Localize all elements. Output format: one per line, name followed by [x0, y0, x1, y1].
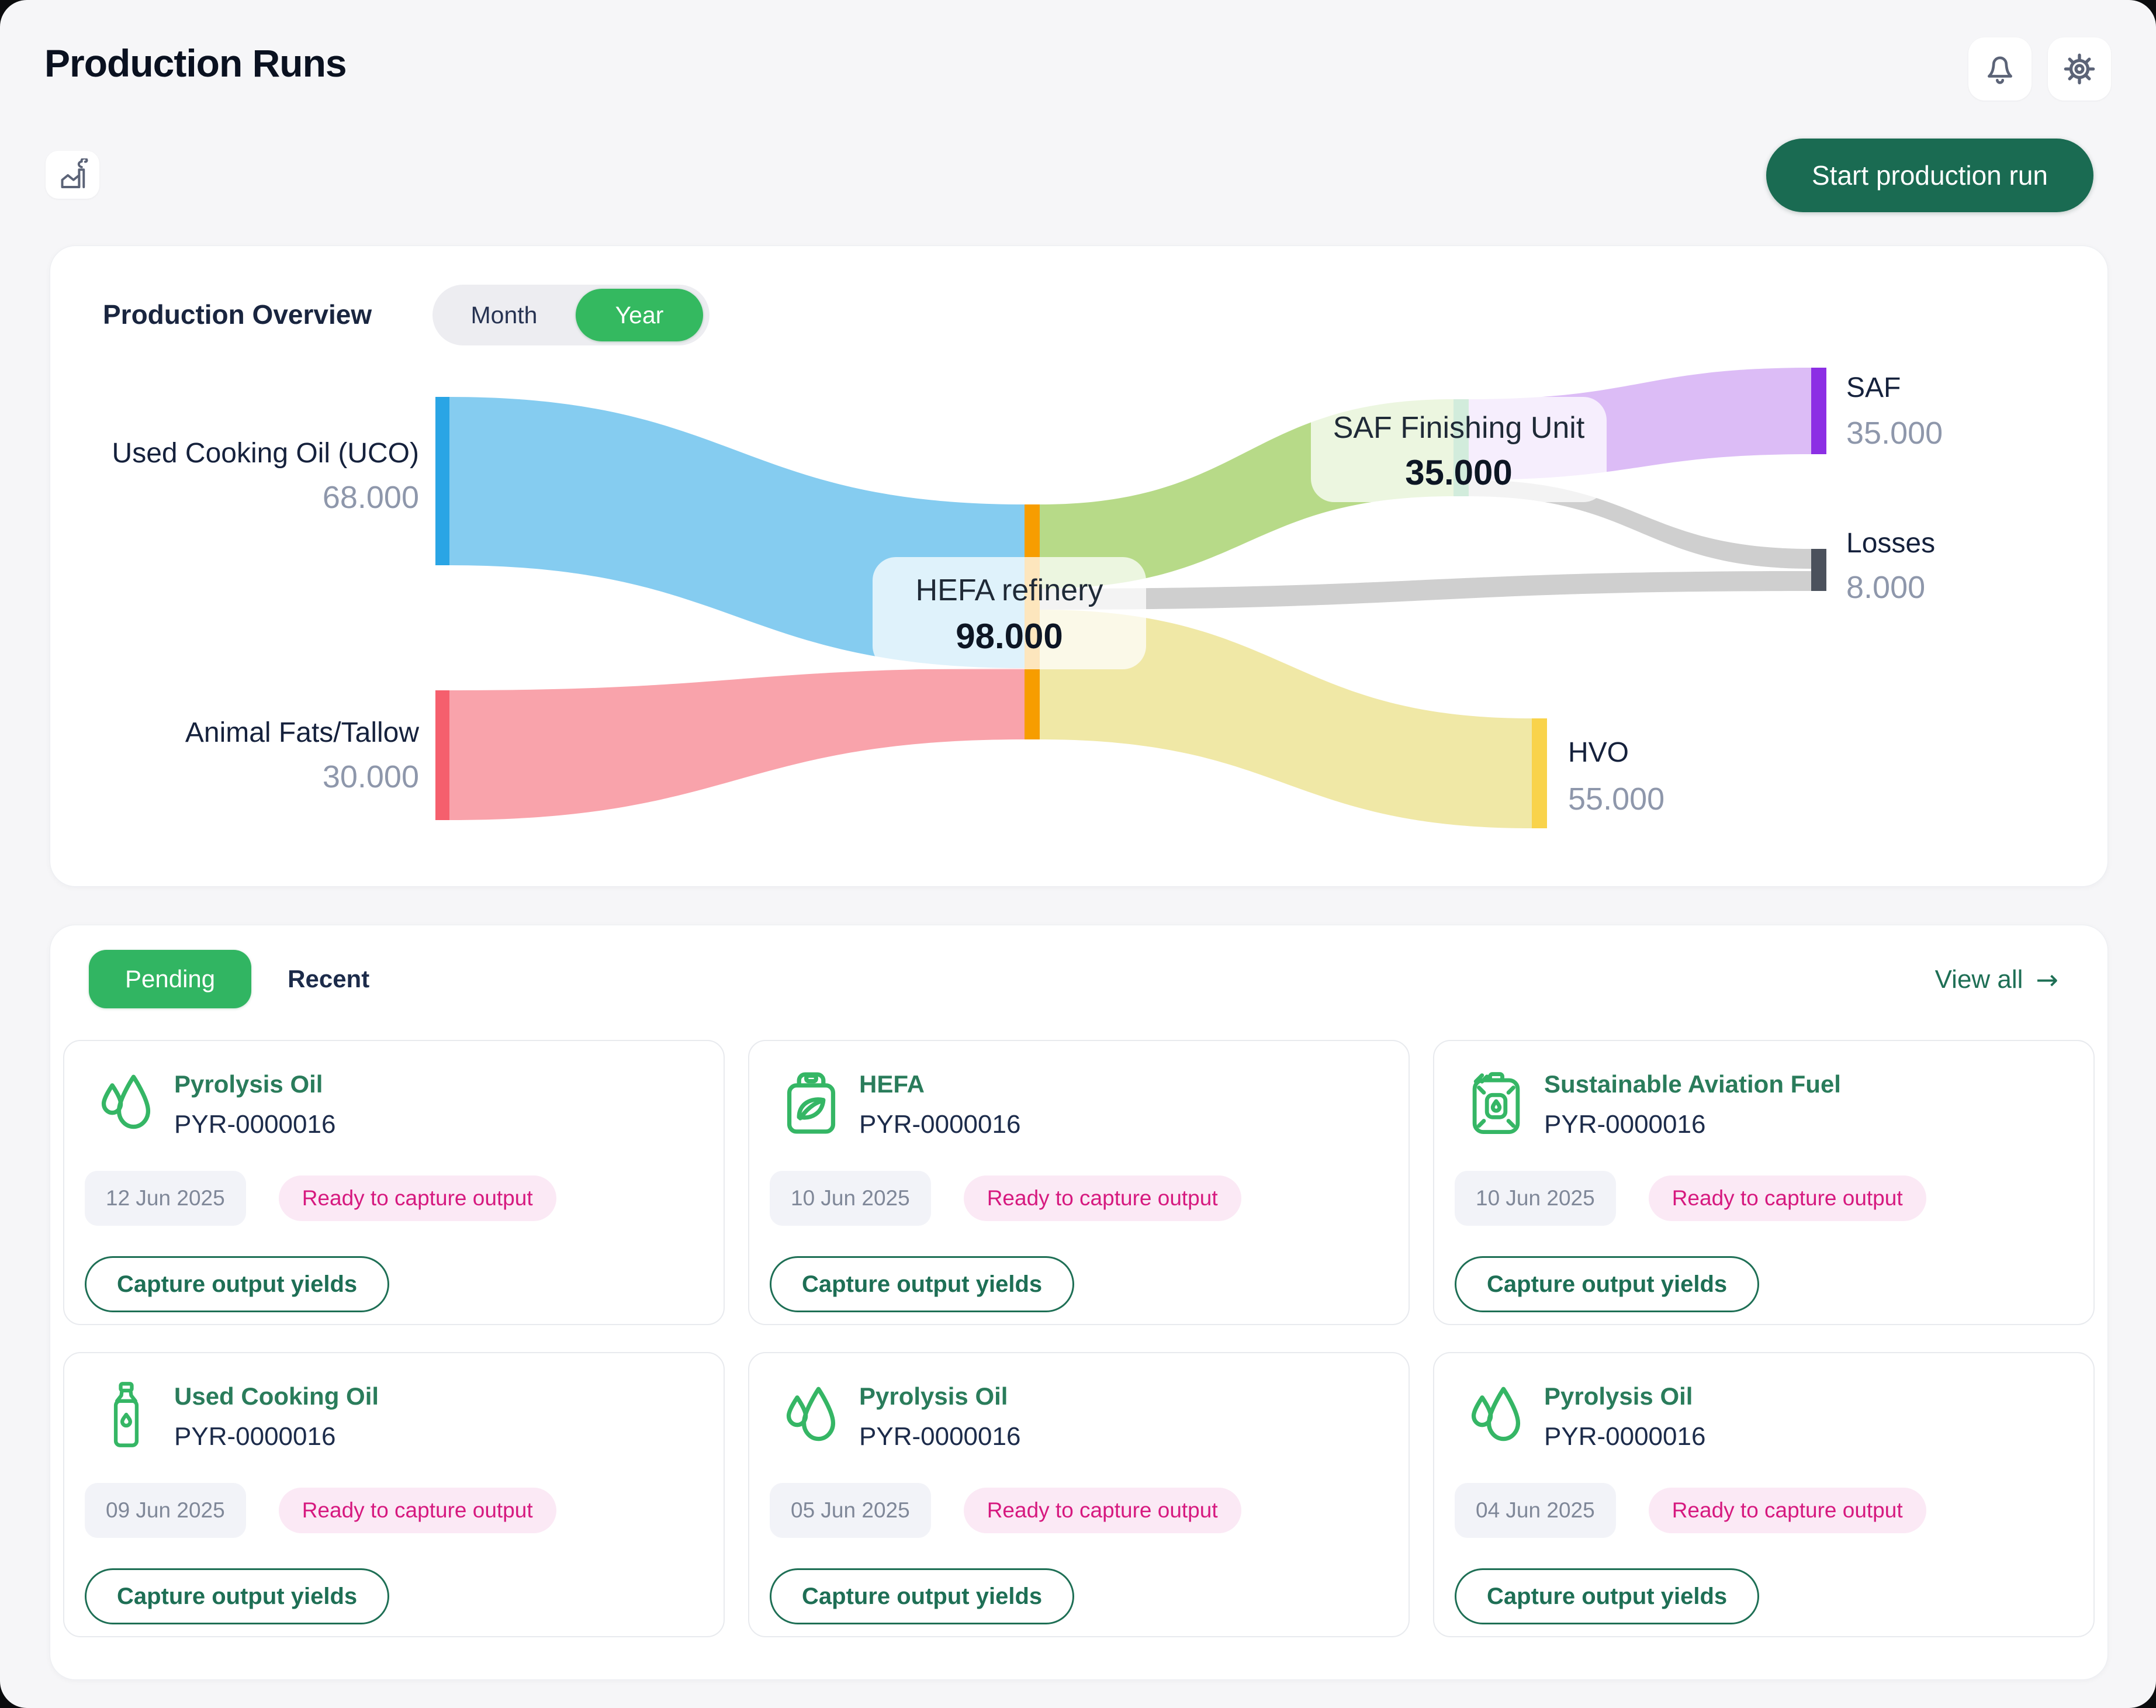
canister-leaf-icon — [778, 1068, 844, 1139]
sankey-node-label-losses: Losses — [1846, 528, 1935, 559]
tab-recent[interactable]: Recent — [288, 965, 370, 993]
sankey-node-label-hefa: HEFA refinery — [916, 573, 1103, 607]
toggle-option-month[interactable]: Month — [470, 301, 538, 329]
start-production-run-button[interactable]: Start production run — [1766, 139, 2094, 212]
sankey-node-value-hefa: 98.000 — [956, 617, 1063, 656]
hefa-label-box — [873, 557, 1146, 669]
sankey-node-value-uco: 68.000 — [323, 480, 419, 515]
node-fats — [435, 690, 449, 820]
gear-icon — [2064, 53, 2095, 85]
sankey-node-value-saf: 35.000 — [1846, 416, 1943, 451]
run-date-chip: 09 Jun 2025 — [85, 1483, 246, 1538]
run-status-badge: Ready to capture output — [963, 1175, 1241, 1221]
run-card: Used Cooking Oil PYR-0000016 09 Jun 2025… — [63, 1352, 725, 1637]
factory-badge — [46, 151, 99, 199]
capture-output-yields-button[interactable]: Capture output yields — [1455, 1568, 1760, 1624]
sankey-node-label-saf: SAF — [1846, 372, 1901, 403]
view-all-link[interactable]: View all → — [1935, 964, 2058, 995]
run-id: PYR-0000016 — [1544, 1422, 1706, 1451]
run-card: Pyrolysis Oil PYR-0000016 12 Jun 2025 Re… — [63, 1040, 725, 1325]
run-date-chip: 05 Jun 2025 — [770, 1483, 931, 1538]
capture-output-yields-button[interactable]: Capture output yields — [85, 1568, 390, 1624]
run-id: PYR-0000016 — [174, 1422, 336, 1451]
runs-tab-bar: Pending Recent — [89, 950, 369, 1008]
run-date-chip: 04 Jun 2025 — [1455, 1483, 1616, 1538]
run-material: Used Cooking Oil — [174, 1382, 379, 1410]
settings-button[interactable] — [2048, 37, 2111, 101]
node-hvo — [1532, 718, 1547, 828]
sankey-node-value-fats: 30.000 — [323, 759, 419, 794]
sankey-node-value-hvo: 55.000 — [1568, 782, 1664, 817]
capture-output-yields-button[interactable]: Capture output yields — [85, 1256, 390, 1312]
notifications-button[interactable] — [1968, 37, 2032, 101]
flow-hefa-to-hvo — [1040, 610, 1532, 828]
run-date-chip: 10 Jun 2025 — [770, 1171, 931, 1226]
run-status-badge: Ready to capture output — [278, 1175, 556, 1221]
run-material: Sustainable Aviation Fuel — [1544, 1070, 1841, 1098]
view-all-label: View all — [1934, 965, 2023, 994]
run-date-chip: 12 Jun 2025 — [85, 1171, 246, 1226]
run-material: Pyrolysis Oil — [859, 1382, 1008, 1410]
sankey-node-label-saffu: SAF Finishing Unit — [1333, 411, 1585, 445]
run-card: HEFA PYR-0000016 10 Jun 2025 Ready to ca… — [748, 1040, 1410, 1325]
page-title: Production Runs — [44, 42, 347, 85]
flow-fats-to-hefa — [449, 668, 1025, 820]
run-status-badge: Ready to capture output — [1648, 1175, 1926, 1221]
run-card: Pyrolysis Oil PYR-0000016 05 Jun 2025 Re… — [748, 1352, 1410, 1637]
sankey-node-label-uco: Used Cooking Oil (UCO) — [112, 438, 419, 469]
node-uco — [435, 397, 449, 565]
run-material: Pyrolysis Oil — [1544, 1382, 1693, 1410]
capture-output-yields-button[interactable]: Capture output yields — [770, 1256, 1075, 1312]
sankey-node-label-fats: Animal Fats/Tallow — [185, 717, 419, 748]
saffu-label-box — [1311, 397, 1607, 502]
sankey-node-label-hvo: HVO — [1568, 737, 1629, 768]
droplets-icon — [778, 1380, 844, 1451]
capture-output-yields-button[interactable]: Capture output yields — [770, 1568, 1075, 1624]
sankey-node-value-saffu: 35.000 — [1405, 453, 1513, 492]
run-material: HEFA — [859, 1070, 925, 1098]
period-toggle: Month Year — [432, 285, 710, 345]
toggle-option-year[interactable]: Year — [576, 289, 703, 341]
run-material: Pyrolysis Oil — [174, 1070, 323, 1098]
bell-icon — [1988, 56, 2012, 84]
jerrycan-icon — [1463, 1068, 1529, 1139]
runs-grid: Pyrolysis Oil PYR-0000016 12 Jun 2025 Re… — [63, 1040, 2095, 1637]
droplets-icon — [1463, 1380, 1529, 1451]
sankey-chart: HEFA refinery 98.000 SAF Finishing Unit … — [112, 368, 1943, 828]
run-status-badge: Ready to capture output — [278, 1488, 556, 1533]
flow-hefa-to-losses — [1040, 571, 1811, 610]
run-date-chip: 10 Jun 2025 — [1455, 1171, 1616, 1226]
droplets-icon — [94, 1068, 159, 1139]
run-card: Pyrolysis Oil PYR-0000016 04 Jun 2025 Re… — [1433, 1352, 2095, 1637]
factory-icon — [61, 158, 88, 188]
tab-pending[interactable]: Pending — [89, 950, 252, 1008]
overview-title: Production Overview — [103, 299, 372, 330]
node-losses — [1811, 549, 1826, 591]
arrow-right-icon: → — [2036, 964, 2058, 995]
run-status-badge: Ready to capture output — [963, 1488, 1241, 1533]
run-card: Sustainable Aviation Fuel PYR-0000016 10… — [1433, 1040, 2095, 1325]
run-id: PYR-0000016 — [859, 1422, 1021, 1451]
run-status-badge: Ready to capture output — [1648, 1488, 1926, 1533]
run-id: PYR-0000016 — [174, 1110, 336, 1139]
sankey-node-value-losses: 8.000 — [1846, 570, 1925, 605]
run-id: PYR-0000016 — [859, 1110, 1021, 1139]
capture-output-yields-button[interactable]: Capture output yields — [1455, 1256, 1760, 1312]
node-saf — [1811, 368, 1826, 454]
bottle-icon — [94, 1380, 159, 1451]
production-overview-card: Production Overview Month Year HEFA r — [50, 246, 2108, 887]
run-id: PYR-0000016 — [1544, 1110, 1706, 1139]
production-runs-section: Pending Recent View all → Pyrolysis — [50, 925, 2108, 1680]
